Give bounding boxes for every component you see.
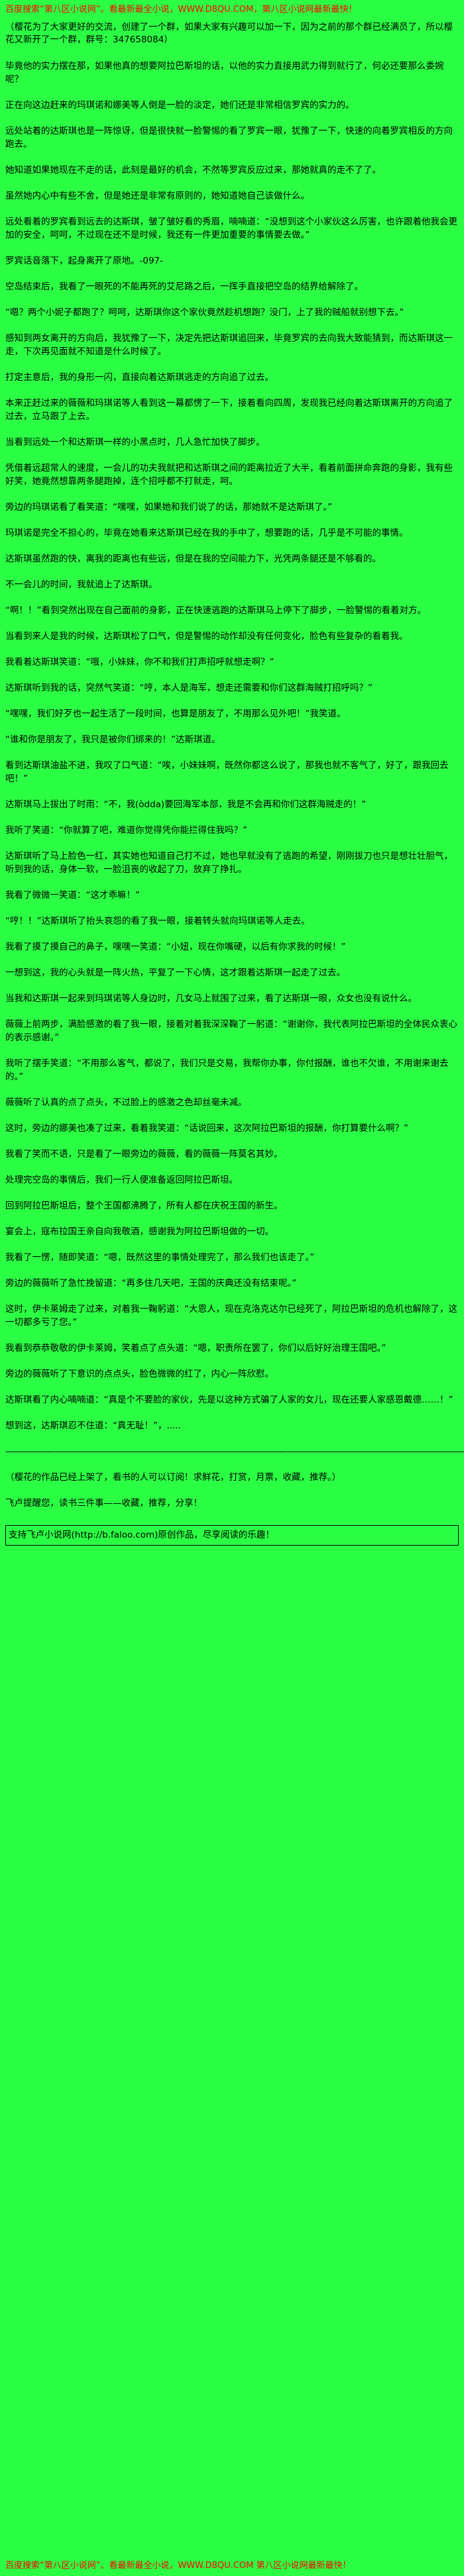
novel-paragraph: “谁和你是朋友了，我只是被你们绑来的！”达斯琪道。 xyxy=(5,734,221,745)
novel-paragraph: 旁边的薇薇听了急忙挽留道：“再多住几天吧，王国的庆典还没有结束呢。” xyxy=(5,1278,297,1289)
novel-paragraph: 旁边的玛琪诺看了看笑道：“嘿嘿，如果她和我们说了的话，那她就不是达斯琪了。” xyxy=(5,502,333,513)
novel-paragraph: 我看到恭恭敬敬的伊卡莱姆，笑着点了点头道：“嗯，职责所在罢了，你们以后好好治理王… xyxy=(5,1343,386,1354)
novel-paragraph: 达斯琪听了马上脸色一红，其实她也知道自己打不过，她也早就没有了逃跑的希望，刚刚拔… xyxy=(5,851,453,875)
novel-paragraph: 当看到远处一个和达斯琪一样的小黑点时，几人急忙加快了脚步。 xyxy=(5,437,265,448)
novel-paragraph: 我看了微微一笑道：“这才乖嘛！” xyxy=(5,890,140,901)
novel-paragraph: 空岛结束后，我看了一眼死的不能再死的艾尼路之后，一挥手直接把空岛的结界给解除了。 xyxy=(5,281,363,292)
novel-paragraph: 凭借着远超常人的速度，一会儿的功夫我就把和达斯琪之间的距离拉近了大半，看着前面拼… xyxy=(5,463,453,487)
faloo-support-box: 支持飞卢小说网(http://b.faloo.com)原创作品，尽享阅读的乐趣！ xyxy=(5,1525,459,1546)
novel-paragraph: 她知道如果她现在不走的话，此刻是最好的机会，不然等罗宾反应过来，那她就真的走不了… xyxy=(5,165,381,175)
flex-spacer xyxy=(5,1546,459,2560)
novel-paragraph: 回到阿拉巴斯坦后，整个王国都沸腾了，所有人都在庆祝王国的新生。 xyxy=(5,1201,283,1211)
novel-paragraph: 打定主意后，我的身形一闪，直接向着达斯琪逃走的方向追了过去。 xyxy=(5,372,274,383)
novel-paragraph: 达斯琪虽然跑的快，离我的距离也有些远，但是在我的空间能力下，光凭两条腿还是不够看… xyxy=(5,554,381,564)
novel-paragraph: “嘿嘿，我们好歹也一起生活了一段时间，也算是朋友了，不用那么见外吧！”我笑道。 xyxy=(5,709,346,719)
novel-paragraph: 感知到两女离开的方向后，我犹豫了一下，决定先把达斯琪追回来，毕竟罗宾的去向我大致… xyxy=(5,333,453,357)
novel-paragraph: 罗宾话音落下，起身离开了原地。-097- xyxy=(5,256,164,266)
novel-paragraph: “啊！！”看到突然出现在自己面前的身影，正在快速逃跑的达斯琪马上停下了脚步，一脸… xyxy=(5,605,426,616)
novel-paragraph: 虽然她内心中有些不舍，但是她还是非常有原则的，她知道她自己该做什么。 xyxy=(5,191,310,201)
site-footer-notice: 百度搜索“第八区小说网”。看最新最全小说，WWW.D8QU.COM 第八区小说网… xyxy=(5,2561,351,2571)
novel-paragraph: 我看了摸了摸自己的鼻子，嘿嘿一笑道：“小妞，现在你嘴硬，以后有你求我的时候！” xyxy=(5,942,346,952)
novel-paragraph: 一想到这，我的心头就是一阵火热，平复了一下心情，这才跟着达斯琪一起走了过去。 xyxy=(5,967,345,978)
novel-body: 毕竟他的实力摆在那，如果他真的想要阿拉巴斯坦的话，以他的实力直接用武力得到就行了… xyxy=(5,60,459,1445)
novel-paragraph: 我听了摆手笑道：“不用那么客气，都说了，我们只是交易，我帮你办事，你付报酬，谁也… xyxy=(5,1058,449,1082)
novel-paragraph: 达斯琪看了内心喃喃道：“真是个不要脸的家伙，先是以这种方式骗了人家的女儿，现在还… xyxy=(5,1395,453,1405)
novel-paragraph: 我看了一愣，随即笑道：“嗯，既然这里的事情处理完了，那么我们也该走了。” xyxy=(5,1252,315,1263)
novel-paragraph: 毕竟他的实力摆在那，如果他真的想要阿拉巴斯坦的话，以他的实力直接用武力得到就行了… xyxy=(5,61,444,85)
novel-paragraph: 本来正赶过来的薇薇和玛琪诺等人看到这一幕都愣了一下，接着看向四周，发现我已经向着… xyxy=(5,398,453,422)
novel-paragraph: 看到达斯琪油盐不进，我叹了口气道：“唉，小妹妹啊，既然你都这么说了，那我也就不客… xyxy=(5,760,449,784)
novel-paragraph: 薇薇听了认真的点了点头，不过脸上的感激之色却丝毫未减。 xyxy=(5,1097,247,1108)
novel-paragraph: 正在向这边赶来的玛琪诺和娜美等人倒是一脸的淡定，她们还是非常相信罗宾的实力的。 xyxy=(5,100,355,111)
faloo-reminder: 飞卢提醒您，读书三件事——收藏，推荐，分享！ xyxy=(5,1498,202,1509)
novel-paragraph: 薇薇上前两步，满脸感激的看了我一眼，接着对着我深深鞠了一躬道：“谢谢你，我代表阿… xyxy=(5,1019,457,1043)
site-header-notice: 百度搜索“第八区小说网”。看最新最全小说，WWW.D8QU.COM，第八区小说网… xyxy=(5,5,357,15)
novel-paragraph: 达斯琪听到我的话，突然气笑道：“哼，本人是海军，想走还需要和你们这群海贼打招呼吗… xyxy=(5,683,373,693)
novel-paragraph: 我听了笑道：“你就算了吧，难道你觉得凭你能拦得住我吗？” xyxy=(5,825,247,836)
novel-paragraph: 远处站着的达斯琪也是一阵惊讶，但是很快就一脸警惕的看了罗宾一眼，犹豫了一下，快速… xyxy=(5,126,453,150)
novel-paragraph: 玛琪诺是完全不担心的，毕竟在她看来达斯琪已经在我的手中了，想要跑的话，几乎是不可… xyxy=(5,528,408,538)
novel-paragraph: 旁边的薇薇听了下意识的点点头，脸色微微的红了，内心一阵欣慰。 xyxy=(5,1369,274,1379)
novel-paragraph: “嗯？两个小妮子都跑了？呵呵，达斯琪你这个家伙竟然趁机想跑？没门，上了我的贼船就… xyxy=(5,307,404,318)
novel-paragraph: 我看着达斯琪笑道：“哦，小妹妹，你不和我们打声招呼就想走啊？” xyxy=(5,657,274,668)
novel-paragraph: 宴会上，寇布拉国王亲自向我敬酒，感谢我为阿拉巴斯坦做的一切。 xyxy=(5,1226,274,1237)
novel-paragraph: 不一会儿的时间，我就追上了达斯琪。 xyxy=(5,579,158,590)
novel-paragraph: “哼！！”达斯琪听了抬头哀怨的看了我一眼，接着转头就向玛琪诺等人走去。 xyxy=(5,916,310,926)
novel-paragraph: 这时，伊卡莱姆走了过来，对着我一鞠躬道：“大恩人，现在克洛克达尔已经死了，阿拉巴… xyxy=(5,1304,457,1328)
novel-paragraph: 达斯琪马上拔出了时雨：“不，我(òdda)要回海军本部，我是不会再和你们这群海贼… xyxy=(5,799,367,810)
novel-paragraph: 这时，旁边的娜美也凑了过来，看着我笑道：“话说回来，这次阿拉巴斯坦的报酬，你打算… xyxy=(5,1123,408,1134)
author-group-note: （樱花为了大家更好的交流，创建了一个群，如果大家有兴趣可以加一下，因为之前的那个… xyxy=(5,22,453,45)
novel-paragraph: 想到这，达斯琪忍不住道：“真无耻！”，..... xyxy=(5,1420,181,1431)
author-promo-note: （樱花的作品已经上架了，看书的人可以订阅！求鲜花，打赏，月票，收藏，推荐。） xyxy=(5,1472,341,1483)
novel-paragraph: 远处看着的罗宾看到远去的达斯琪，皱了皱好看的秀眉，喃喃道：“没想到这个小家伙这么… xyxy=(5,217,457,240)
faloo-support-text: 支持飞卢小说网(http://b.faloo.com)原创作品，尽享阅读的乐趣！ xyxy=(9,1530,274,1540)
novel-paragraph: 处理完空岛的事情后，我们一行人便准备返回阿拉巴斯坦。 xyxy=(5,1175,238,1185)
novel-paragraph: 当我和达斯琪一起来到玛琪诺等人身边时，几女马上就围了过来，看了达斯琪一眼，众女也… xyxy=(5,993,417,1004)
section-separator: ————————————————————————————————————————… xyxy=(5,1446,464,1457)
novel-paragraph: 当看到来人是我的时候，达斯琪松了口气，但是警惕的动作却没有任何变化，脸色有些复杂… xyxy=(5,631,408,642)
novel-paragraph: 我看了笑而不语，只是看了一眼旁边的薇薇，看的薇薇一阵莫名其妙。 xyxy=(5,1149,283,1160)
